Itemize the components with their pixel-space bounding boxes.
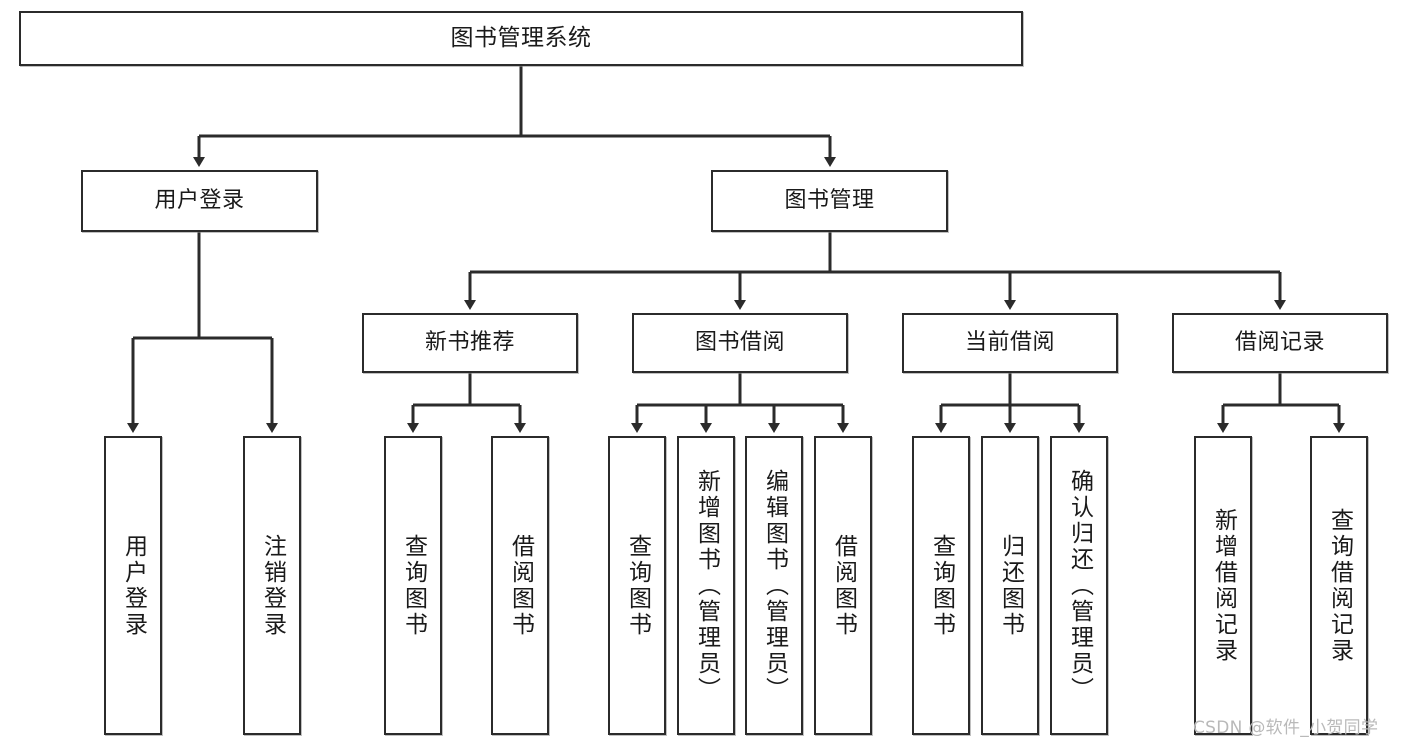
- node-leaf-borrow-book-2-label: 借阅图书: [830, 533, 857, 638]
- node-leaf-add-record-label: 新增借阅记录: [1210, 507, 1237, 664]
- node-leaf-edit-book[interactable]: 编辑图书（管理员）: [745, 436, 803, 735]
- node-leaf-edit-book-label: 编辑图书（管理员）: [761, 468, 788, 703]
- node-leaf-query-book-1-label: 查询图书: [400, 533, 427, 638]
- node-leaf-confirm-return[interactable]: 确认归还（管理员）: [1050, 436, 1108, 735]
- node-book-borrow-label: 图书借阅: [694, 330, 785, 356]
- node-leaf-query-book-1[interactable]: 查询图书: [384, 436, 442, 735]
- node-leaf-borrow-book-1[interactable]: 借阅图书: [491, 436, 549, 735]
- node-root[interactable]: 图书管理系统: [19, 11, 1023, 66]
- node-user-login[interactable]: 用户登录: [81, 170, 318, 232]
- node-book-borrow[interactable]: 图书借阅: [632, 313, 848, 373]
- node-leaf-logout-login[interactable]: 注销登录: [243, 436, 301, 735]
- node-leaf-query-record-label: 查询借阅记录: [1326, 507, 1353, 664]
- node-leaf-query-book-3[interactable]: 查询图书: [912, 436, 970, 735]
- node-book-management[interactable]: 图书管理: [711, 170, 948, 232]
- node-leaf-query-book-3-label: 查询图书: [928, 533, 955, 638]
- node-current-borrow-label: 当前借阅: [964, 330, 1055, 356]
- node-leaf-user-login[interactable]: 用户登录: [104, 436, 162, 735]
- node-current-borrow[interactable]: 当前借阅: [902, 313, 1118, 373]
- node-leaf-return-book-label: 归还图书: [997, 533, 1024, 638]
- node-book-management-label: 图书管理: [784, 188, 875, 214]
- csdn-watermark: CSDN @软件_小贺同学: [1193, 718, 1379, 738]
- node-new-book-recommend-label: 新书推荐: [424, 330, 515, 356]
- node-root-label: 图书管理系统: [450, 25, 592, 52]
- node-leaf-query-book-2-label: 查询图书: [624, 533, 651, 638]
- node-new-book-recommend[interactable]: 新书推荐: [362, 313, 578, 373]
- node-leaf-query-book-2[interactable]: 查询图书: [608, 436, 666, 735]
- node-leaf-query-record[interactable]: 查询借阅记录: [1310, 436, 1368, 735]
- node-leaf-return-book[interactable]: 归还图书: [981, 436, 1039, 735]
- node-leaf-add-record[interactable]: 新增借阅记录: [1194, 436, 1252, 735]
- node-leaf-add-book[interactable]: 新增图书（管理员）: [677, 436, 735, 735]
- node-leaf-user-login-label: 用户登录: [120, 533, 147, 638]
- node-leaf-borrow-book-2[interactable]: 借阅图书: [814, 436, 872, 735]
- node-leaf-logout-login-label: 注销登录: [259, 533, 286, 638]
- node-user-login-label: 用户登录: [154, 188, 245, 214]
- node-leaf-confirm-return-label: 确认归还（管理员）: [1066, 468, 1093, 703]
- node-borrow-record[interactable]: 借阅记录: [1172, 313, 1388, 373]
- node-leaf-add-book-label: 新增图书（管理员）: [693, 468, 720, 703]
- node-leaf-borrow-book-1-label: 借阅图书: [507, 533, 534, 638]
- node-borrow-record-label: 借阅记录: [1234, 330, 1325, 356]
